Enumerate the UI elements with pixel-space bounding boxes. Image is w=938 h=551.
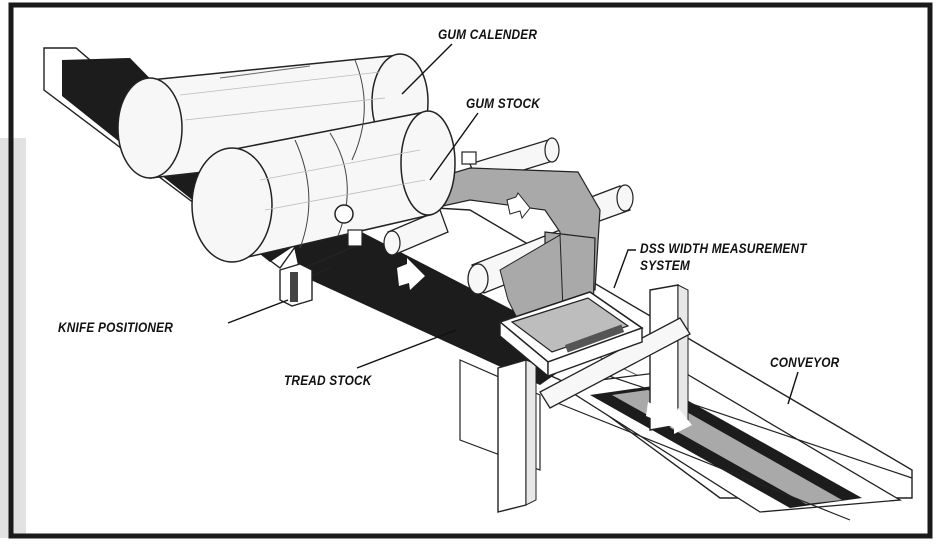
leader-knife-positioner [227, 299, 289, 324]
knife-positioner [279, 263, 331, 307]
gum-stock-arrow [506, 192, 531, 220]
label-dss-width-measurement-system: DSS WIDTH MEASUREMENT SYSTEM [640, 241, 807, 273]
label-tread-stock: TREAD STOCK [284, 373, 372, 388]
conveyor-arrow [646, 402, 692, 434]
label-gum-stock: GUM STOCK [466, 96, 540, 111]
label-knife-positioner: KNIFE POSITIONER [58, 320, 174, 335]
dss-width-measurement-box [498, 291, 644, 378]
diagram-frame [8, 2, 933, 539]
leader-lines [227, 43, 799, 405]
label-conveyor: CONVEYOR [770, 355, 840, 370]
leader-tread-stock [356, 329, 457, 369]
leader-gum-calender [401, 43, 453, 95]
flow-arrows [397, 192, 692, 434]
label-gum-calender: GUM CALENDER [438, 27, 538, 42]
leader-gum-stock [429, 112, 479, 181]
leader-conveyor [787, 371, 799, 405]
knife-assembly [299, 151, 477, 271]
gum-calender [117, 53, 456, 263]
dss-stand [497, 284, 691, 513]
tread-stock-arrow [397, 258, 425, 290]
leader-dss [613, 249, 636, 289]
